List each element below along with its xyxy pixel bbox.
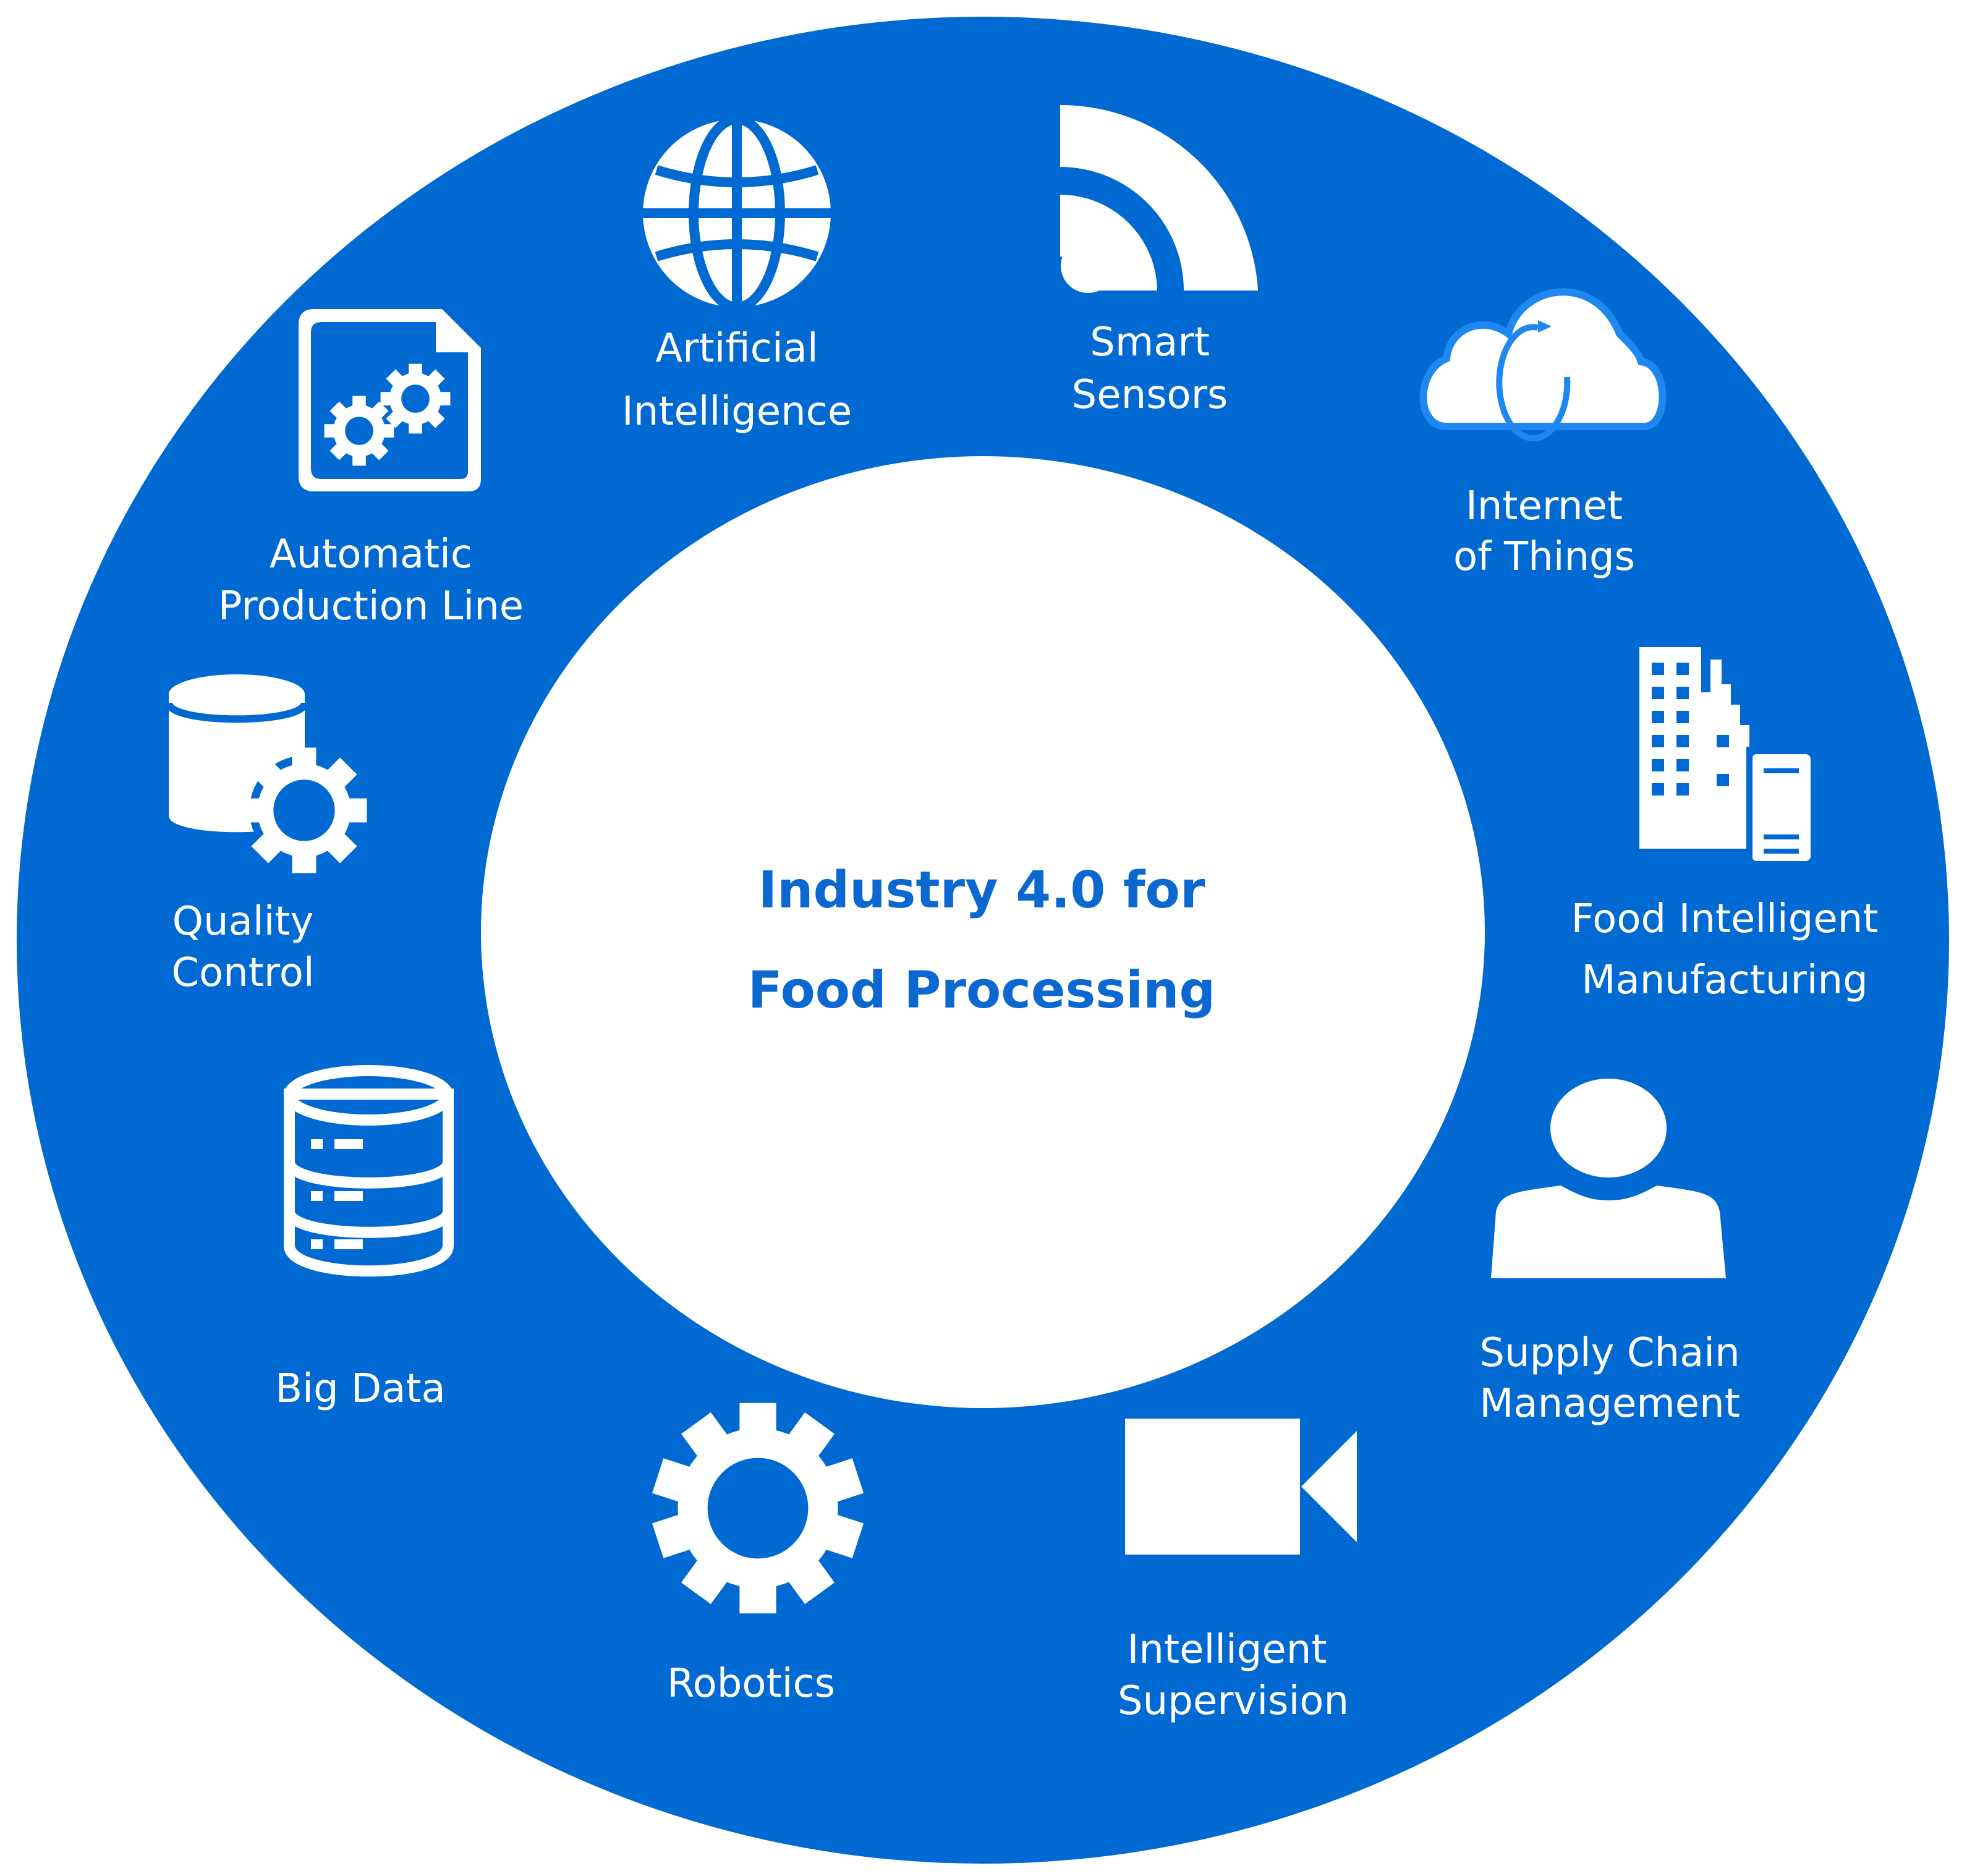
item-quality-control: Quality Control bbox=[165, 674, 367, 996]
item-robotics: Robotics bbox=[652, 1403, 864, 1707]
item-artificial-intelligence: Artificial Intelligence bbox=[622, 114, 852, 435]
item-intelligent-supervision: Intelligent Supervision bbox=[1118, 1419, 1357, 1724]
item-smart-sensors: Smart Sensors bbox=[1060, 104, 1258, 418]
item-big-data: Big Data bbox=[275, 1065, 454, 1412]
inner-circle bbox=[481, 456, 1485, 1408]
video-camera-icon bbox=[1125, 1419, 1357, 1555]
label-automatic-production-line-line1: Automatic bbox=[270, 532, 472, 577]
database-icon bbox=[284, 1065, 454, 1277]
gear-icon bbox=[652, 1403, 864, 1614]
label-supply-chain-management-line1: Supply Chain bbox=[1479, 1330, 1740, 1376]
center-title: Industry 4.0 for Food Processing bbox=[748, 861, 1216, 1020]
wireless-signal-icon bbox=[1060, 104, 1258, 293]
person-icon bbox=[1491, 1079, 1726, 1278]
item-supply-chain-management: Supply Chain Management bbox=[1479, 1079, 1740, 1427]
buildings-icon bbox=[1639, 647, 1811, 862]
cloud-sync-icon bbox=[1419, 288, 1667, 442]
label-smart-sensors-line2: Sensors bbox=[1072, 372, 1228, 418]
label-intelligent-supervision-line1: Intelligent bbox=[1128, 1627, 1327, 1673]
label-artificial-intelligence-line1: Artificial bbox=[655, 326, 818, 371]
label-automatic-production-line-line2: Production Line bbox=[218, 584, 524, 629]
label-internet-of-things-line1: Internet bbox=[1466, 483, 1623, 529]
label-big-data: Big Data bbox=[275, 1366, 445, 1412]
item-internet-of-things: Internet of Things bbox=[1419, 288, 1667, 580]
database-gear-icon bbox=[165, 674, 367, 873]
item-automatic-production-line: Automatic Production Line bbox=[218, 309, 524, 629]
label-robotics: Robotics bbox=[667, 1661, 835, 1707]
sync-arrow-icon bbox=[1496, 320, 1571, 442]
center-title-line1: Industry 4.0 for bbox=[758, 861, 1205, 920]
label-smart-sensors-line1: Smart bbox=[1090, 320, 1210, 365]
label-internet-of-things-line2: of Things bbox=[1453, 534, 1635, 580]
item-food-intelligent-manufacturing: Food Intelligent Manufacturing bbox=[1571, 647, 1879, 1003]
label-food-intelligent-manufacturing-line2: Manufacturing bbox=[1581, 957, 1867, 1003]
label-artificial-intelligence-line2: Intelligence bbox=[622, 389, 852, 435]
label-food-intelligent-manufacturing-line1: Food Intelligent bbox=[1571, 896, 1879, 942]
center-title-line2: Food Processing bbox=[748, 961, 1216, 1020]
label-quality-control-line1: Quality bbox=[172, 899, 314, 944]
globe-icon bbox=[643, 114, 831, 312]
document-gears-icon bbox=[299, 309, 481, 491]
label-intelligent-supervision-line2: Supervision bbox=[1118, 1678, 1349, 1724]
label-quality-control-line2: Control bbox=[171, 950, 314, 996]
label-supply-chain-management-line2: Management bbox=[1479, 1381, 1740, 1427]
